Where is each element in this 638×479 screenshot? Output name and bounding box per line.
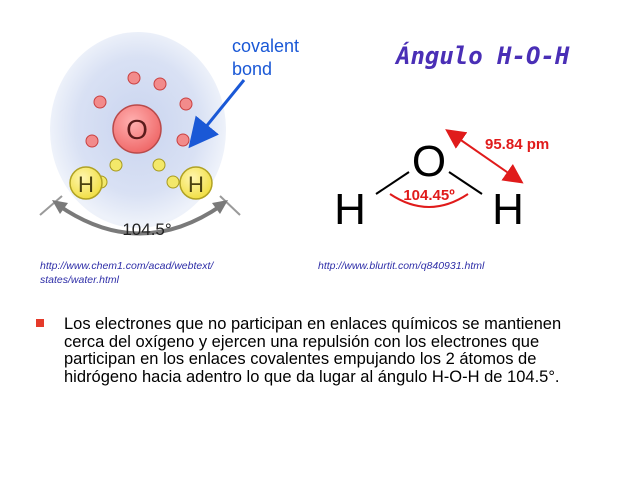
angle-guide-left: [39, 195, 63, 216]
bullet-square-icon: [36, 319, 44, 327]
structure-oxygen: O: [412, 137, 446, 186]
angle-arc-head-right: [212, 200, 228, 214]
oxygen-atom: [112, 104, 162, 154]
oxygen-label: O: [126, 114, 148, 145]
angle-arc: [56, 203, 224, 236]
water-molecule-diagram: O H H 104.5° covalent bond: [39, 32, 299, 239]
bond-left: [375, 171, 410, 195]
bond-arrow: [188, 79, 246, 149]
hydrogen-atom-right: [179, 166, 213, 200]
angle-arc-head-left: [52, 200, 68, 214]
source-url-left[interactable]: http://www.chem1.com/acad/webtext/ state…: [40, 260, 214, 286]
angle-label: 104.5°: [122, 220, 171, 239]
angle-arc-red: [389, 193, 469, 208]
structure-angle-label: 104.45º: [403, 187, 455, 204]
bond-length-arrow: [445, 129, 524, 184]
bullet-item: Los electrones que no participan en enla…: [36, 315, 606, 386]
source-url-right[interactable]: http://www.blurtit.com/q840931.html: [318, 260, 485, 272]
bullet-text: Los electrones que no participan en enla…: [64, 315, 562, 386]
bond-label: bond: [232, 59, 272, 79]
angle-guide-right: [219, 195, 241, 216]
structure-hydrogen-left: H: [334, 185, 366, 234]
bond-length-label: 95.84 pm: [485, 136, 549, 153]
structure-hydrogen-right: H: [492, 185, 524, 234]
hydrogen-label-right: H: [188, 172, 204, 197]
hydrogen-atom-left: [69, 166, 103, 200]
bond-angle-diagram: O H H 104.45º 95.84 pm: [334, 129, 549, 234]
oxygen-electrons: [85, 71, 193, 148]
slide-title: Ángulo H-O-H: [396, 42, 570, 70]
hydrogen-label-left: H: [78, 172, 94, 197]
covalent-label: covalent: [232, 36, 299, 56]
